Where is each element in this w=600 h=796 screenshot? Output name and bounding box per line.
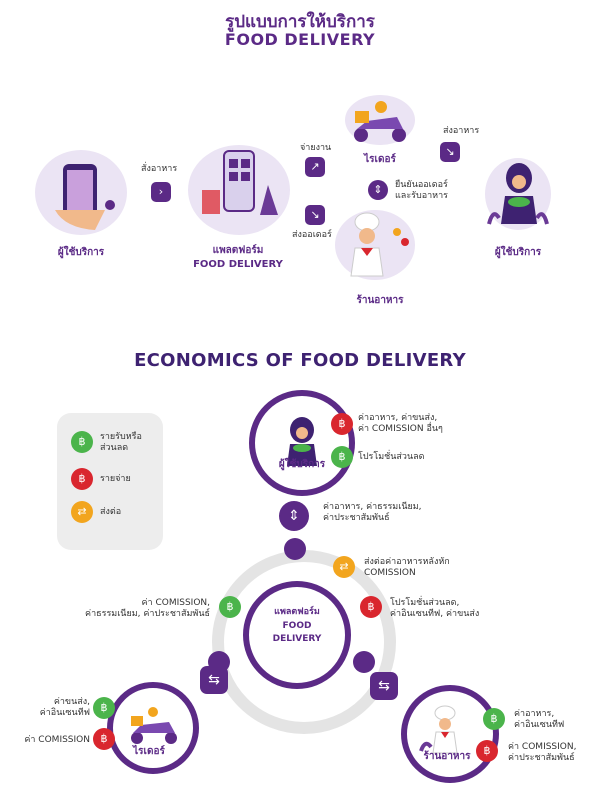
restaurant-expense-line2: ค่าประชาสัมพันธ์ bbox=[508, 753, 575, 763]
rider-node bbox=[107, 682, 199, 774]
arrow-up-right-icon: ↗ bbox=[305, 157, 325, 177]
customer-expense-icon: ฿ bbox=[331, 413, 353, 435]
restaurant-node bbox=[401, 685, 499, 783]
platform-income-line1: ค่า COMISSION, bbox=[141, 598, 210, 608]
platform-income-line2: ค่าธรรมเนียม, ค่าประชาสัมพันธ์ bbox=[85, 609, 210, 619]
income-legend-icon: ฿ bbox=[71, 431, 93, 453]
confirm-line1: ยืนยันออเดอร์ bbox=[395, 180, 448, 190]
expense-legend-icon: ฿ bbox=[71, 468, 93, 490]
restaurant-expense-icon: ฿ bbox=[476, 740, 498, 762]
platform-transfer-icon: ⇄ bbox=[333, 556, 355, 578]
platform-expense-icon: ฿ bbox=[360, 596, 382, 618]
ring-node-right bbox=[353, 651, 375, 673]
arrow-right-icon: › bbox=[151, 182, 171, 202]
chef-icon bbox=[419, 705, 458, 754]
woman-eating-icon bbox=[487, 163, 549, 225]
platform-income-icon: ฿ bbox=[219, 596, 241, 618]
confirm-line2: และรับอาหาร bbox=[395, 191, 448, 201]
order-label: สั่งอาหาร bbox=[141, 164, 178, 174]
rider-label: ไรเดอร์ bbox=[364, 154, 396, 165]
platform-label-line2: FOOD DELIVERY bbox=[193, 259, 283, 270]
rider-illustration bbox=[345, 95, 415, 145]
ring-node-top bbox=[284, 538, 306, 560]
scooter-icon bbox=[354, 101, 406, 142]
platform-expense-line1: โปรโมชั่นส่วนลด, bbox=[390, 598, 460, 608]
rider-expense-icon: ฿ bbox=[93, 728, 115, 750]
link-top-line2: ค่าประชาสัมพันธ์ bbox=[323, 513, 390, 523]
swap-diagonal-icon: ⇆ bbox=[370, 672, 398, 700]
legend-income-line2: ส่วนลด bbox=[100, 443, 129, 453]
deliver-food-label: ส่งอาหาร bbox=[443, 126, 480, 136]
platform-transfer-line1: ส่งต่อค่าอาหารหลังหัก bbox=[364, 557, 450, 567]
customer-left-label: ผู้ใช้บริการ bbox=[57, 247, 105, 258]
link-top-line1: ค่าอาหาร, ค่าธรรมเนียม, bbox=[323, 502, 422, 512]
restaurant-illustration bbox=[335, 210, 415, 280]
swap-vertical-icon: ⇕ bbox=[279, 501, 309, 531]
platform-illustration bbox=[188, 145, 290, 235]
restaurant-node-label: ร้านอาหาร bbox=[423, 751, 471, 762]
legend-expense: รายจ่าย bbox=[100, 474, 131, 484]
arrow-down-right-icon: ↘ bbox=[440, 142, 460, 162]
customer-node-label: ผู้ใช้บริการ bbox=[278, 459, 326, 470]
phone-hand-icon bbox=[55, 164, 115, 230]
rider-income-line1: ค่าขนส่ง, bbox=[53, 697, 90, 707]
customer-node bbox=[249, 390, 355, 496]
platform-node bbox=[243, 581, 351, 689]
customer-right-label: ผู้ใช้บริการ bbox=[494, 247, 542, 258]
send-order-label: ส่งออเดอร์ bbox=[292, 230, 332, 240]
rider-income-line2: ค่าอินเซนทีฟ bbox=[39, 708, 90, 718]
platform-node-line3: DELIVERY bbox=[272, 634, 322, 644]
customer-income: โปรโมชั่นส่วนลด bbox=[358, 452, 425, 462]
restaurant-income-icon: ฿ bbox=[483, 708, 505, 730]
transfer-legend-icon: ⇄ bbox=[71, 501, 93, 523]
swap-diagonal-icon: ⇆ bbox=[200, 666, 228, 694]
swap-vertical-icon: ⇕ bbox=[368, 180, 388, 200]
platform-node-line1: แพลตฟอร์ม bbox=[274, 607, 320, 617]
customer-income-icon: ฿ bbox=[331, 446, 353, 468]
legend: ฿ รายรับหรือ ส่วนลด ฿ รายจ่าย ⇄ ส่งต่อ bbox=[57, 413, 163, 550]
customer-left-illustration bbox=[35, 150, 127, 235]
platform-label-line1: แพลตฟอร์ม bbox=[212, 245, 264, 256]
platform-transfer-line2: COMISSION bbox=[364, 568, 416, 578]
rider-income-icon: ฿ bbox=[93, 697, 115, 719]
legend-income-line1: รายรับหรือ bbox=[100, 432, 142, 442]
restaurant-label: ร้านอาหาร bbox=[356, 295, 404, 306]
assign-job-label: จ่ายงาน bbox=[300, 143, 332, 153]
scooter-icon bbox=[131, 707, 177, 744]
customer-expense-line2: ค่า COMISSION อื่นๆ bbox=[358, 424, 443, 434]
customer-expense-line1: ค่าอาหาร, ค่าขนส่ง, bbox=[358, 413, 438, 423]
economics-title: ECONOMICS OF FOOD DELIVERY bbox=[134, 350, 466, 371]
legend-transfer: ส่งต่อ bbox=[100, 507, 122, 517]
page-title-thai: รูปแบบการให้บริการ bbox=[225, 12, 375, 32]
phone-app-icon bbox=[202, 150, 278, 215]
customer-right-illustration bbox=[485, 158, 551, 230]
platform-expense-line2: ค่าอินเซนทีฟ, ค่าขนส่ง bbox=[390, 609, 480, 619]
rider-expense: ค่า COMISSION bbox=[24, 735, 90, 745]
restaurant-expense-line1: ค่า COMISSION, bbox=[508, 742, 577, 752]
restaurant-income-line2: ค่าอินเซนทีฟ bbox=[514, 720, 565, 730]
chef-icon bbox=[350, 212, 409, 277]
restaurant-income-line1: ค่าอาหาร, bbox=[514, 709, 555, 719]
rider-node-label: ไรเดอร์ bbox=[133, 746, 165, 757]
platform-node-line2: FOOD bbox=[282, 621, 312, 631]
arrow-down-right-icon: ↘ bbox=[305, 205, 325, 225]
woman-eating-icon bbox=[287, 417, 317, 466]
page-title-en: FOOD DELIVERY bbox=[224, 30, 376, 49]
